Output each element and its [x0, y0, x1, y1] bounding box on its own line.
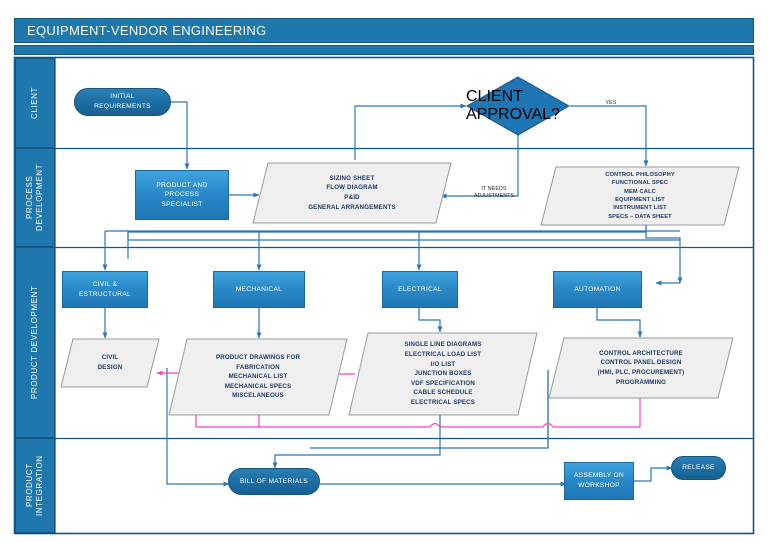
- doc-line: FLOW DIAGRAM: [326, 184, 378, 192]
- node-civil-design-lines: CIVIL DESIGN: [60, 338, 160, 388]
- doc-line: EQUIPMENT LIST: [615, 197, 665, 203]
- node-electrical-document-lines: SINGLE LINE DIAGRAMS ELECTRICAL LOAD LIS…: [348, 332, 538, 416]
- title-accent-strip: [14, 45, 754, 55]
- node-automation-document[interactable]: CONTROL ARCHITECTURE CONTROL PANEL DESIG…: [548, 337, 734, 399]
- diagram-title-bar: EQUIPMENT-VENDOR ENGINEERING: [14, 18, 754, 43]
- lane-frame: [13, 56, 755, 535]
- node-process-documents-lines: SIZING SHEET FLOW DIAGRAM P&ID GENERAL A…: [252, 162, 452, 224]
- node-process-documents[interactable]: SIZING SHEET FLOW DIAGRAM P&ID GENERAL A…: [252, 162, 452, 224]
- doc-line: (HMI, PLC, PROCUREMENT): [597, 369, 685, 376]
- doc-line: PROGRAMMING: [615, 378, 667, 386]
- page-title: EQUIPMENT-VENDOR ENGINEERING: [27, 23, 267, 38]
- doc-line: CONTROL ARCHITECTURE: [599, 349, 683, 357]
- doc-line: SIZING SHEET: [329, 174, 375, 182]
- edge-label-needs-adjustments: IT NEEDS ADJUSTMENTS: [466, 186, 522, 200]
- node-automation-label: AUTOMATION: [574, 285, 621, 293]
- node-bill-of-materials[interactable]: BILL OF MATERIALS: [228, 468, 320, 495]
- node-control-documents[interactable]: CONTROL PHILOSOPHY FUNCTIONAL SPEC MEM C…: [540, 166, 740, 226]
- doc-line: MEM CALC: [624, 188, 656, 195]
- node-civil-structural-label: CIVIL & ESTRUCTURAL: [78, 280, 132, 298]
- doc-line: CABLE SCHEDULE: [413, 389, 473, 397]
- node-mechanical-label: MECHANICAL: [235, 285, 283, 293]
- lane-header-product-integration: PRODUCT INTEGRATION: [15, 438, 55, 533]
- doc-line: CONTROL PANEL DESIGN: [600, 359, 682, 367]
- doc-line: MECHANICAL LIST: [228, 373, 288, 381]
- lane-header-process-development: PROCESS DEVELOPMENT: [15, 148, 55, 247]
- node-mechanical-document-lines: PRODUCT DRAWINGS FOR FABRICATION MECHANI…: [168, 338, 348, 416]
- node-assembly-on-workshop[interactable]: ASSEMBLY ON WORKSHOP: [564, 462, 634, 500]
- node-civil-structural[interactable]: CIVIL & ESTRUCTURAL: [62, 271, 148, 308]
- doc-line: SINGLE LINE DIAGRAMS: [404, 341, 482, 349]
- doc-line: P&ID: [344, 194, 360, 201]
- node-electrical[interactable]: ELECTRICAL: [382, 271, 458, 308]
- node-initial-requirements[interactable]: INITIAL REQUIREMENTS: [74, 88, 171, 116]
- doc-line: MECHANICAL SPECS: [224, 382, 292, 390]
- doc-line: FUNCTIONAL SPEC: [611, 180, 669, 187]
- node-product-process-specialist[interactable]: PRODUCT AND PROCESS SPECIALIST: [135, 170, 229, 220]
- doc-line: PRODUCT DRAWINGS FOR: [215, 353, 301, 361]
- node-mechanical-document[interactable]: PRODUCT DRAWINGS FOR FABRICATION MECHANI…: [168, 338, 348, 416]
- doc-line: ELECTRICAL SPECS: [410, 399, 476, 407]
- doc-line: CIVIL: [101, 354, 119, 362]
- doc-line: SPECS – DATA SHEET: [608, 213, 672, 220]
- node-release[interactable]: RELEASE: [671, 456, 726, 480]
- doc-line: INSTRUMENT LIST: [613, 205, 667, 212]
- node-automation-document-lines: CONTROL ARCHITECTURE CONTROL PANEL DESIG…: [548, 337, 734, 399]
- node-client-approval[interactable]: CLIENT APPROVAL?: [465, 76, 571, 136]
- node-electrical-label: ELECTRICAL: [398, 285, 442, 293]
- node-initial-requirements-label: INITIAL REQUIREMENTS: [94, 93, 151, 110]
- node-control-documents-lines: CONTROL PHILOSOPHY FUNCTIONAL SPEC MEM C…: [540, 166, 740, 226]
- node-bill-of-materials-label: BILL OF MATERIALS: [239, 477, 309, 485]
- node-assembly-on-workshop-label: ASSEMBLY ON WORKSHOP: [574, 472, 624, 489]
- doc-line: VDF SPECIFICATION: [411, 379, 475, 387]
- node-release-label: RELEASE: [682, 464, 715, 472]
- node-civil-design-document[interactable]: CIVIL DESIGN: [60, 338, 160, 388]
- edge-label-text: IT NEEDS ADJUSTMENTS: [473, 186, 515, 200]
- doc-line: GENERAL ARRANGEMENTS: [308, 203, 396, 211]
- doc-line: I/O LIST: [430, 360, 456, 368]
- node-electrical-document[interactable]: SINGLE LINE DIAGRAMS ELECTRICAL LOAD LIS…: [348, 332, 538, 416]
- doc-line: CONTROL PHILOSOPHY: [605, 172, 675, 179]
- doc-line: MISCELANEOUS: [232, 392, 284, 400]
- node-client-approval-label: CLIENT APPROVAL?: [466, 88, 560, 123]
- node-mechanical[interactable]: MECHANICAL: [213, 271, 305, 308]
- doc-line: ELECTRICAL LOAD LIST: [404, 350, 482, 358]
- node-product-process-specialist-label: PRODUCT AND PROCESS SPECIALIST: [156, 181, 208, 208]
- edge-label-yes: YES: [605, 100, 617, 106]
- node-automation[interactable]: AUTOMATION: [553, 271, 642, 308]
- doc-line: DESIGN: [97, 364, 123, 371]
- lane-header-product-development: PRODUCT DEVELOPMENT: [15, 247, 55, 438]
- doc-line: FABRICATION: [236, 363, 280, 371]
- flow-connectors-blue: [102, 101, 683, 487]
- lane-header-client: CLIENT: [15, 58, 55, 148]
- doc-line: JUNCTION BOXES: [414, 370, 472, 378]
